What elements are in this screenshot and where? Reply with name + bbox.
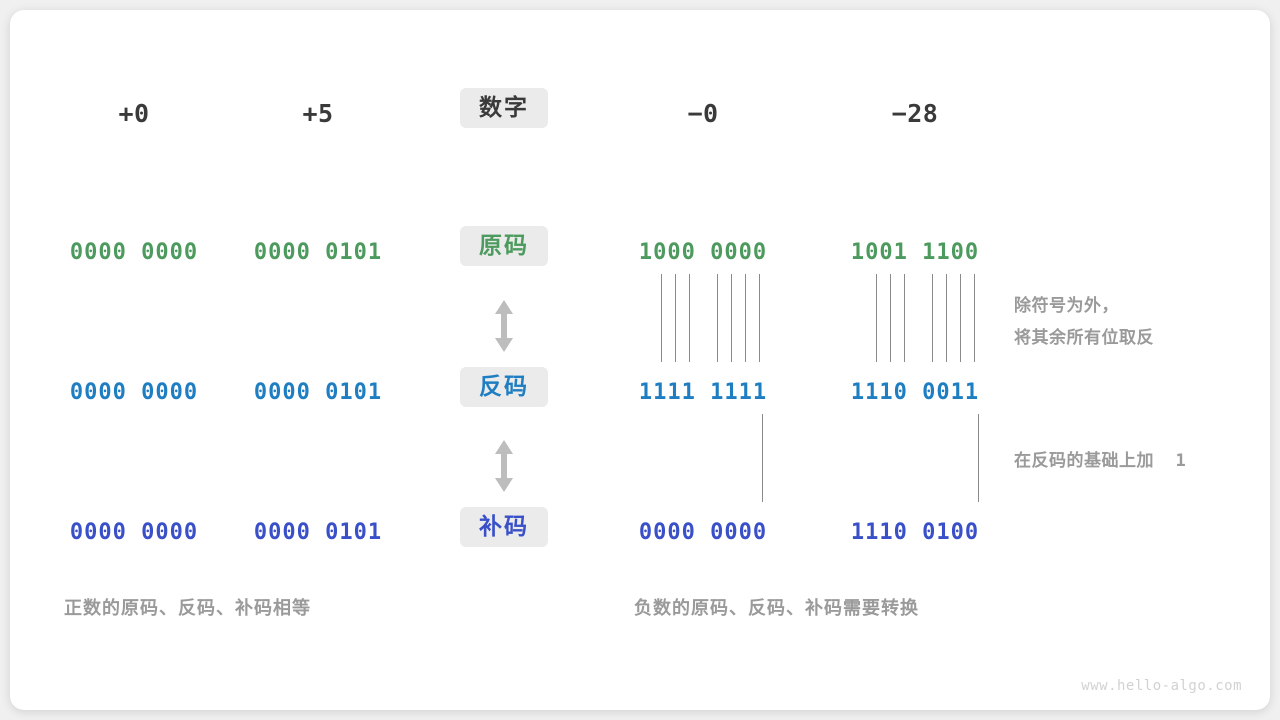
- connector-line: [762, 414, 763, 502]
- true-form-pos-five: 0000 0101: [253, 240, 383, 265]
- connector-line: [932, 274, 933, 362]
- connector-line: [890, 274, 891, 362]
- row-label-number-wrap: 数字: [414, 88, 594, 129]
- column-header-pos-zero: +0: [118, 99, 150, 128]
- column-header-pos-five: +5: [302, 99, 334, 128]
- inverse-form-pos-five: 0000 0101: [253, 380, 383, 405]
- true-form-neg-28: 1001 1100: [850, 240, 980, 265]
- connector-line: [759, 274, 760, 362]
- double-arrow-inverse-to-complement: [492, 438, 516, 499]
- connector-line: [904, 274, 905, 362]
- note-invert-bits-line1: 除符号为外，: [1014, 296, 1119, 316]
- row-label-complement-form-wrap: 补码: [414, 507, 594, 548]
- connector-line: [946, 274, 947, 362]
- connector-line: [717, 274, 718, 362]
- row-label-true-form-wrap: 原码: [414, 226, 594, 267]
- double-headed-vertical-arrow-icon: [495, 300, 513, 352]
- watermark: www.hello-algo.com: [1081, 678, 1242, 694]
- connector-line: [689, 274, 690, 362]
- inverse-form-neg-28: 1110 0011: [850, 380, 980, 405]
- connector-line: [731, 274, 732, 362]
- row-label-number: 数字: [460, 88, 548, 129]
- row-label-inverse-form-wrap: 反码: [414, 367, 594, 408]
- row-label-complement-form: 补码: [460, 507, 548, 548]
- complement-form-neg-zero: 0000 0000: [638, 520, 768, 545]
- note-add-one-text: 在反码的基础上加: [1014, 451, 1154, 471]
- double-headed-vertical-arrow-icon: [495, 440, 513, 492]
- inverse-form-neg-zero: 1111 1111: [638, 380, 768, 405]
- connector-line: [675, 274, 676, 362]
- connector-line: [960, 274, 961, 362]
- connector-line: [974, 274, 975, 362]
- true-form-pos-zero: 0000 0000: [69, 240, 199, 265]
- column-header-neg-28: −28: [891, 99, 939, 128]
- connector-line: [978, 414, 979, 502]
- note-invert-bits-line2: 将其余所有位取反: [1014, 328, 1154, 348]
- note-add-one-value: 1: [1175, 451, 1187, 471]
- diagram-canvas: +0 +5 −0 −28 数字 0000 0000 0000 0101 1000…: [10, 10, 1270, 710]
- connector-line: [876, 274, 877, 362]
- complement-form-neg-28: 1110 0100: [850, 520, 980, 545]
- complement-form-pos-five: 0000 0101: [253, 520, 383, 545]
- note-invert-bits: 除符号为外， 将其余所有位取反: [1014, 290, 1264, 354]
- double-arrow-true-to-inverse: [492, 298, 516, 359]
- column-header-neg-zero: −0: [687, 99, 719, 128]
- connector-line: [745, 274, 746, 362]
- row-label-inverse-form: 反码: [460, 367, 548, 408]
- connector-line: [661, 274, 662, 362]
- note-add-one: 在反码的基础上加 1: [1014, 445, 1264, 477]
- complement-form-pos-zero: 0000 0000: [69, 520, 199, 545]
- true-form-neg-zero: 1000 0000: [638, 240, 768, 265]
- row-label-true-form: 原码: [460, 226, 548, 267]
- caption-positive: 正数的原码、反码、补码相等: [64, 598, 311, 619]
- caption-negative: 负数的原码、反码、补码需要转换: [634, 598, 919, 619]
- inverse-form-pos-zero: 0000 0000: [69, 380, 199, 405]
